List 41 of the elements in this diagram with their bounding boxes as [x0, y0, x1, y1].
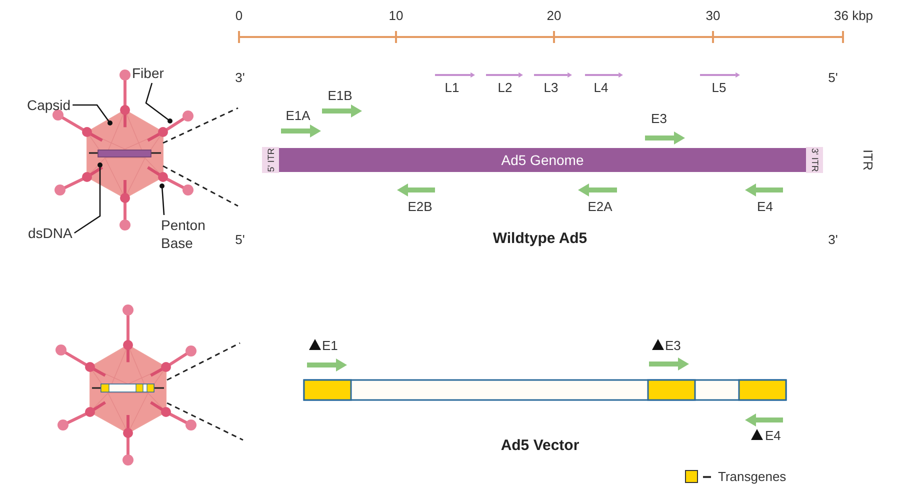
scale-tick-label: 0: [235, 8, 243, 23]
itr-box: [262, 147, 279, 173]
gene-label: L1: [444, 80, 460, 95]
itr-box: [806, 147, 823, 173]
scale-tick-label: 30: [706, 8, 720, 23]
part-label: dsDNA: [28, 224, 72, 242]
gene-label: E3: [651, 111, 667, 126]
gene-label: E1A: [286, 108, 310, 123]
genome-label: Ad5 Genome: [501, 152, 584, 168]
strand-end-label: 3': [828, 232, 838, 247]
gene-label: L5: [712, 80, 726, 95]
part-label: Capsid: [27, 96, 71, 114]
panel-label: Wildtype Ad5: [492, 230, 588, 248]
gene-label: E2B: [408, 199, 432, 214]
strand-end-label: 5': [828, 70, 838, 85]
itr-label: 5' ITR: [266, 148, 276, 172]
gene-label: L2: [498, 80, 512, 95]
panel-label: Ad5 Vector: [500, 437, 580, 455]
strand-end-label: 5': [235, 232, 245, 247]
gene-label: L4: [594, 80, 608, 95]
part-label: Penton Base: [161, 216, 203, 252]
part-label: Fiber: [132, 64, 164, 82]
scale-tick-label: 36 kbp: [834, 8, 874, 23]
gene-label: E1B: [328, 88, 352, 103]
gene-label: E1: [322, 338, 338, 353]
gene-label: L3: [544, 80, 558, 95]
leader-line: [160, 184, 165, 216]
scale-tick-label: 20: [546, 8, 562, 23]
itr-label: 3' ITR: [810, 148, 820, 172]
strand-end-label: 3': [235, 70, 245, 85]
gene-label: E2A: [588, 199, 612, 214]
gene-label: E4: [765, 428, 781, 443]
scale-tick-label: 10: [388, 8, 404, 23]
gene-label: E3: [665, 338, 681, 353]
leader-line: [74, 162, 102, 234]
legend-label: Transgenes: [718, 469, 786, 484]
leader-line: [72, 104, 112, 126]
genome-bar: [279, 148, 806, 172]
itr-label: ITR: [860, 150, 876, 170]
gene-label: E4: [757, 199, 773, 214]
leader-line: [145, 82, 172, 124]
